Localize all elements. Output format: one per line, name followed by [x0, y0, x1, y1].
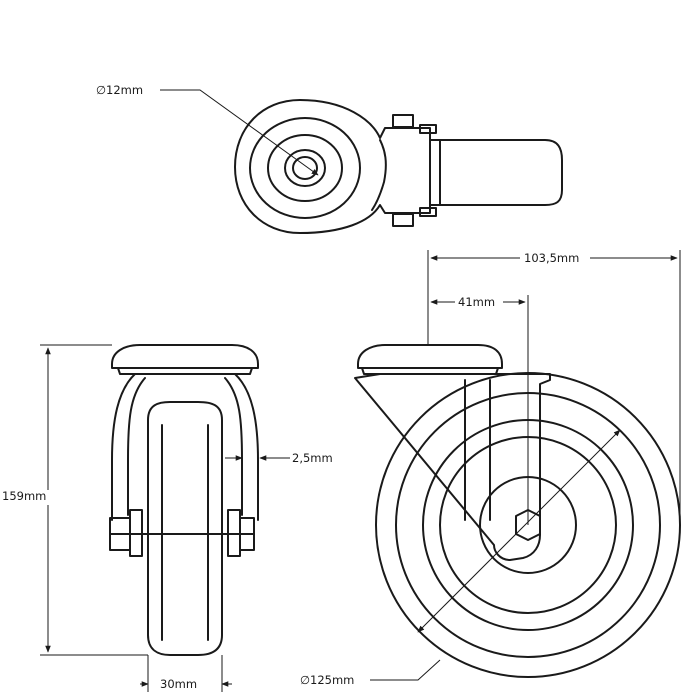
front-view-plate-lip: [117, 367, 253, 375]
height-label: 159mm: [2, 489, 46, 503]
wheel-diameter-label: ∅125mm: [300, 673, 354, 687]
top-view-nut-bottom: [419, 207, 437, 217]
front-view-fork-outer: [111, 373, 259, 521]
top-view: ∅12mm: [96, 83, 563, 234]
bolt-diameter-leader: [160, 89, 319, 176]
top-view-ring-middle: [267, 134, 343, 202]
front-view-tire-inner: [161, 424, 209, 641]
top-view-ring-inner: [284, 149, 326, 187]
side-view: ∅125mm 103,5mm 41mm: [300, 250, 681, 687]
front-view: 159mm 2,5mm 30mm: [2, 344, 333, 692]
bolt-diameter-label: ∅12mm: [96, 83, 143, 97]
overall-width-label: 103,5mm: [524, 251, 579, 265]
top-view-inner-plate: [371, 139, 387, 211]
top-view-nut-top: [419, 124, 437, 134]
side-view-fork-inner: [464, 379, 491, 521]
front-view-tire: [147, 401, 223, 656]
wheel-diameter-leader: [370, 659, 441, 681]
wheel-width-label: 30mm: [160, 677, 197, 691]
top-view-ring-outer: [249, 117, 361, 219]
side-view-top-plate: [357, 344, 503, 369]
front-view-top-plate: [111, 344, 259, 369]
offset-label: 41mm: [458, 295, 495, 309]
front-view-fork-inner: [127, 377, 243, 516]
plate-thickness-label: 2,5mm: [292, 451, 333, 465]
top-view-bolt-hole: [292, 156, 318, 180]
top-view-bolt-head-top: [392, 114, 414, 128]
wheel-diameter-dim-line: [417, 429, 621, 633]
top-view-bolt-head-bottom: [392, 213, 414, 227]
side-view-fork: [354, 373, 551, 561]
